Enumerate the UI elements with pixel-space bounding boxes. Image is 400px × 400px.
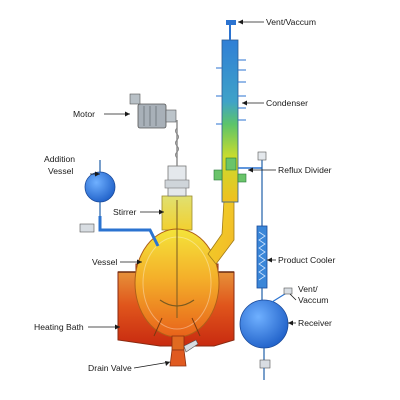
addition-vessel [79, 160, 160, 247]
label-heating-bath: Heating Bath [34, 322, 84, 332]
label-addition-vessel-line2: Vessel [48, 166, 73, 176]
vapor-line [207, 199, 235, 265]
label-condenser: Condenser [266, 98, 308, 108]
label-vent-receiver-line2: Vaccum [298, 295, 328, 305]
motor [129, 93, 177, 129]
label-vent-receiver-line1: Vent/ [298, 284, 318, 294]
label-drain-valve: Drain Valve [88, 363, 132, 373]
receiver [239, 287, 293, 380]
stirrer [164, 120, 190, 197]
label-addition-vessel-line1: Addition [44, 154, 75, 164]
arrowheads [95, 19, 293, 366]
drain-valve [169, 335, 199, 367]
vessel [134, 195, 220, 338]
reflux-divider [213, 151, 267, 226]
label-stirrer: Stirrer [113, 207, 137, 217]
label-vessel: Vessel [92, 257, 117, 267]
labels: Vent/Vaccum Condenser Motor Addition Ves… [34, 17, 335, 373]
label-motor: Motor [73, 109, 95, 119]
label-vent-top: Vent/Vaccum [266, 17, 316, 27]
condenser-column [216, 20, 262, 203]
label-product-cooler: Product Cooler [278, 255, 335, 265]
product-cooler [256, 225, 268, 300]
label-receiver: Receiver [298, 318, 332, 328]
label-reflux-divider: Reflux Divider [278, 165, 332, 175]
